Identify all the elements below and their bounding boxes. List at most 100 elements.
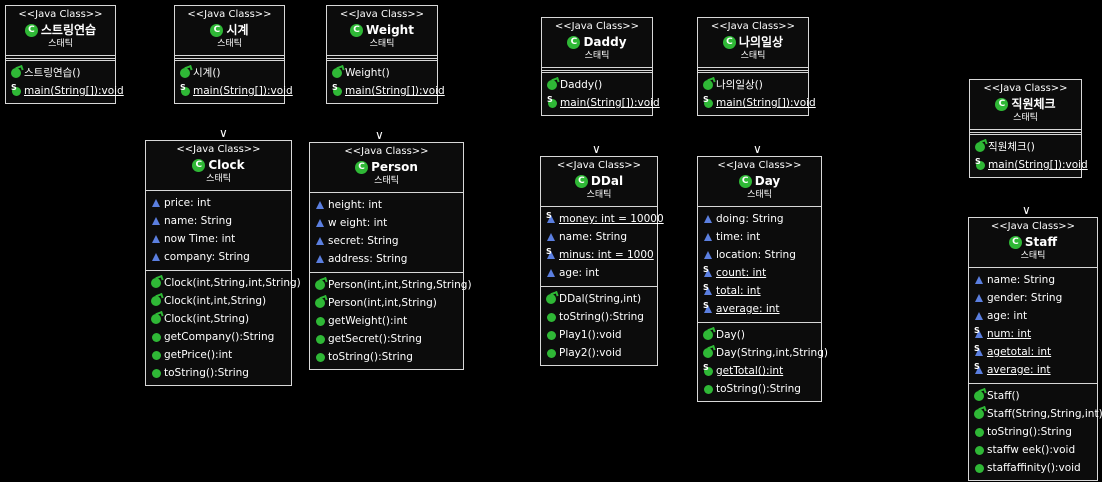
- field-row[interactable]: doing: String: [698, 210, 821, 228]
- constructor-icon: [546, 294, 556, 304]
- field-row[interactable]: name: String: [541, 228, 657, 246]
- method-icon: [152, 369, 161, 378]
- method-icon: [975, 446, 984, 455]
- method-row[interactable]: Clock(int,String): [146, 310, 291, 328]
- field-row[interactable]: time: int: [698, 228, 821, 246]
- method-row[interactable]: getCompany():String: [146, 328, 291, 346]
- method-row[interactable]: getPrice():int: [146, 346, 291, 364]
- method-row[interactable]: getWeight():int: [310, 312, 463, 330]
- field-text: total: int: [716, 285, 761, 297]
- method-text: 직원체크(): [988, 141, 1035, 153]
- field-row[interactable]: name: String: [146, 212, 291, 230]
- field-row[interactable]: price: int: [146, 194, 291, 212]
- field-icon: [975, 294, 983, 302]
- method-row[interactable]: 직원체크(): [970, 138, 1081, 156]
- method-row[interactable]: Person(int,int,String,String): [310, 276, 472, 294]
- method-row[interactable]: staffw eek():void: [969, 441, 1097, 459]
- field-row[interactable]: height: int: [310, 196, 463, 214]
- method-row[interactable]: DDal(String,int): [541, 290, 657, 308]
- field-icon: [152, 235, 160, 243]
- package-label: 스태틱: [374, 176, 399, 186]
- field-row[interactable]: address: String: [310, 250, 463, 268]
- field-text: gender: String: [987, 292, 1063, 304]
- field-row[interactable]: name: String: [969, 271, 1097, 289]
- field-row[interactable]: location: String: [698, 246, 821, 264]
- method-row[interactable]: toString():String: [698, 380, 821, 398]
- field-row[interactable]: w eight: int: [310, 214, 463, 232]
- method-row[interactable]: 스트링연습(): [6, 64, 115, 82]
- constructor-icon: [180, 68, 190, 78]
- method-text: Play2():void: [559, 347, 622, 359]
- method-row[interactable]: getSecret():String: [310, 330, 463, 348]
- method-row[interactable]: Weight(): [327, 64, 437, 82]
- method-row[interactable]: 나의일상(): [698, 76, 808, 94]
- field-text: company: String: [164, 251, 250, 263]
- field-row[interactable]: company: String: [146, 248, 291, 266]
- method-row[interactable]: toString():String: [969, 423, 1097, 441]
- constructor-icon: [315, 280, 325, 290]
- method-row[interactable]: toString():String: [310, 348, 463, 366]
- method-row[interactable]: Play2():void: [541, 344, 657, 362]
- class-name: Staff: [1024, 235, 1058, 249]
- class-name: 스트링연습: [40, 23, 97, 37]
- method-row[interactable]: toString():String: [146, 364, 291, 382]
- method-row[interactable]: Day(String,int,String): [698, 344, 828, 362]
- stereotype-label: <<Java Class>>: [556, 160, 642, 171]
- class-icon: C: [1008, 235, 1022, 249]
- method-text: Clock(int,String): [164, 313, 250, 325]
- static-method-icon: [548, 99, 557, 108]
- method-row[interactable]: Clock(int,String,int,String): [146, 274, 301, 292]
- field-icon: [704, 215, 712, 223]
- field-text: average: int: [716, 303, 780, 315]
- field-row[interactable]: gender: String: [969, 289, 1097, 307]
- method-row[interactable]: Day(): [698, 326, 821, 344]
- method-row[interactable]: Daddy(): [542, 76, 652, 94]
- method-row[interactable]: Play1():void: [541, 326, 657, 344]
- field-row[interactable]: age: int: [541, 264, 657, 282]
- field-row[interactable]: secret: String: [310, 232, 463, 250]
- method-text: Clock(int,String,int,String): [164, 277, 301, 289]
- method-row[interactable]: 시계(): [175, 64, 284, 82]
- method-row[interactable]: staffaffinity():void: [969, 459, 1097, 477]
- method-row[interactable]: Person(int,int,String): [310, 294, 463, 312]
- static-field-icon: [975, 366, 983, 374]
- method-row[interactable]: Clock(int,int,String): [146, 292, 291, 310]
- method-row[interactable]: toString():String: [541, 308, 657, 326]
- dependency-arrow-clock: ∨: [219, 126, 228, 140]
- class-icon: C: [210, 23, 224, 37]
- field-icon: [547, 269, 555, 277]
- method-row[interactable]: Staff(): [969, 387, 1097, 405]
- field-row[interactable]: now Time: int: [146, 230, 291, 248]
- method-row[interactable]: Staff(String,String,int): [969, 405, 1102, 423]
- field-row[interactable]: age: int: [969, 307, 1097, 325]
